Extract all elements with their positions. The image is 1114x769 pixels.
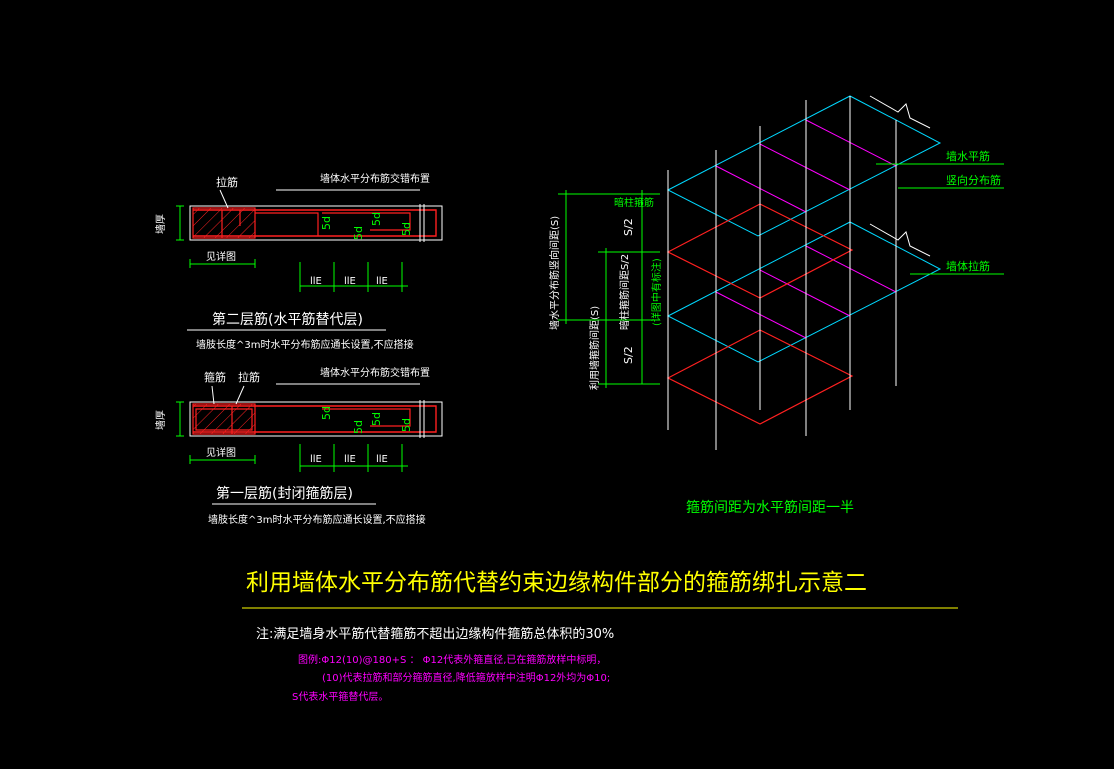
dim-lle-c: llE (376, 454, 388, 465)
dim-lle-b: llE (344, 454, 356, 465)
lle-dims (299, 444, 408, 472)
detail-dim (189, 455, 256, 464)
wall-outline (189, 401, 443, 437)
top-label: 墙体水平分布筋交错布置 (320, 172, 430, 185)
dim-5d-c: 5d (370, 412, 383, 426)
break-marker-top (869, 95, 931, 129)
dim-s2-b: S/2 (622, 346, 635, 364)
dim-5d-a: 5d (320, 216, 333, 230)
side-label: 墙厚 (154, 214, 167, 234)
dim-5d-b: 5d (352, 420, 365, 434)
dim-5d-b: 5d (352, 226, 365, 240)
legend-line-1: 图例:Φ12(10)@180+S ： Φ12代表外箍直径,已在箍筋放样中标明， (298, 653, 606, 666)
detail-label: 见详图 (206, 446, 236, 459)
dim-ticks (562, 193, 646, 385)
dim-s2-note: (详图中有标注) (650, 258, 663, 326)
main-note: 注:满足墙身水平筋代替箍筋不超出边缘构件箍筋总体积的30% (256, 626, 614, 642)
label-horizontal-bar: 墙水平筋 (946, 149, 990, 163)
lower-section-detail: 箍筋 拉筋 墙体水平分布筋交错布置 墙厚 见详图 5d 5d 5d 5d llE… (154, 366, 443, 526)
stirrup-lower (666, 329, 854, 425)
dim-5d-d: 5d (400, 418, 413, 432)
dim-5d-a: 5d (320, 406, 333, 420)
wall-outline (189, 205, 443, 241)
vertical-bars (667, 96, 897, 450)
iso-caption: 箍筋间距为水平筋间距一半 (686, 499, 854, 516)
top-label: 墙体水平分布筋交错布置 (320, 366, 430, 379)
dim-s-inner: 利用墙箍筋间距(S) (588, 306, 601, 390)
break-line (419, 204, 425, 242)
drawing-title: 利用墙体水平分布筋代替约束边缘构件部分的箍筋绑扎示意二 (246, 570, 867, 596)
tie-label: 拉筋 (238, 370, 260, 384)
label-column-stirrup: 暗柱箍筋 (614, 196, 654, 209)
closed-stirrup (195, 408, 253, 431)
legend-line-2: (10)代表拉筋和部分箍筋直径,降低箍放样中注明Φ12外均为Φ10; (322, 671, 610, 684)
break-line (419, 400, 425, 438)
dim-ext-lines (558, 193, 660, 385)
dim-lle-a: llE (310, 454, 322, 465)
dim-5d-d: 5d (400, 222, 413, 236)
upper-section-detail: 拉筋 墙体水平分布筋交错布置 墙厚 见详图 5d 5d 5d 5d llE ll… (154, 172, 443, 351)
wall-thickness-dim (176, 205, 184, 241)
dim-5d-c: 5d (370, 212, 383, 226)
note: 墙肢长度^3m时水平分布筋应通长设置,不应搭接 (208, 513, 426, 526)
horizontal-rebar (193, 405, 437, 433)
detail-dim (189, 259, 256, 268)
note: 墙肢长度^3m时水平分布筋应通长设置,不应搭接 (196, 338, 414, 351)
dim-s2-a: S/2 (622, 218, 635, 236)
detail-label: 见详图 (206, 250, 236, 263)
dim-lle-a: llE (310, 276, 322, 287)
label-leaders (211, 385, 245, 405)
column-hatch (192, 207, 256, 239)
tie-lines-top (715, 119, 897, 213)
stirrup-label: 箍筋 (204, 370, 226, 384)
rebar-lap (322, 212, 411, 231)
isometric-rebar-view: 墙水平筋 竖向分布筋 墙体拉筋 暗柱箍筋 墙水平分布筋竖向间距(S) 利用墙箍筋… (548, 95, 1004, 516)
caption: 第二层筋(水平筋替代层) (212, 311, 363, 328)
dim-lle-c: llE (376, 276, 388, 287)
dim-s2-label: 暗柱箍筋间距S/2 (618, 254, 631, 330)
tie-lines-mid (715, 245, 897, 339)
stirrup-upper (666, 203, 854, 299)
side-label: 墙厚 (154, 410, 167, 430)
label-vertical-bar: 竖向分布筋 (946, 173, 1001, 187)
tie-leader (219, 189, 229, 209)
tie-bars (221, 210, 241, 238)
rebar-bend (255, 212, 319, 236)
tie-label: 拉筋 (216, 175, 238, 189)
caption: 第一层筋(封闭箍筋层) (216, 485, 353, 502)
dim-s-outer: 墙水平分布筋竖向间距(S) (548, 216, 561, 330)
dim-lle-b: llE (344, 276, 356, 287)
dim-lines (565, 190, 643, 388)
title-block: 利用墙体水平分布筋代替约束边缘构件部分的箍筋绑扎示意二 注:满足墙身水平筋代替箍… (242, 570, 958, 703)
lle-dims (299, 262, 408, 292)
horizontal-rebar (193, 209, 437, 237)
rebar-lap (322, 408, 411, 427)
label-tie: 墙体拉筋 (946, 259, 990, 273)
wall-thickness-dim (176, 401, 184, 437)
break-marker-mid (869, 223, 931, 257)
legend-line-3: S代表水平箍替代层。 (292, 690, 388, 703)
